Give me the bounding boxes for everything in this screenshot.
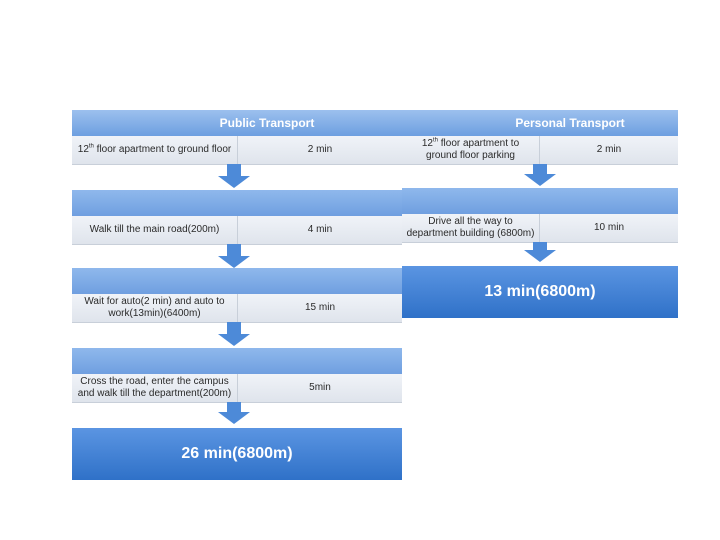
down-arrow-icon [218, 334, 250, 346]
step-row: Drive all the way to department building… [402, 214, 678, 243]
step-row: Wait for auto(2 min) and auto to work(13… [72, 294, 402, 323]
public-transport-title: Public Transport [219, 116, 315, 130]
step-time: 2 min [596, 144, 622, 155]
step-description: 12th floor apartment to ground floor par… [402, 136, 540, 164]
step-header-bar [402, 188, 678, 214]
down-arrow-icon [218, 412, 250, 424]
public-transport-total: 26 min(6800m) [72, 428, 402, 480]
step-time: 5min [309, 382, 331, 393]
step-row: 12th floor apartment to ground floor 2 m… [72, 136, 402, 165]
down-arrow-icon [533, 242, 547, 252]
public-transport-header: Public Transport [72, 110, 402, 136]
step-header-bar [72, 190, 402, 216]
down-arrow-icon [227, 402, 241, 414]
step-header-bar [72, 268, 402, 294]
step-row: 12th floor apartment to ground floor par… [402, 136, 678, 165]
step-row: Walk till the main road(200m) 4 min [72, 216, 402, 245]
step-time: 4 min [307, 224, 333, 235]
down-arrow-icon [218, 176, 250, 188]
step-time: 15 min [304, 302, 335, 313]
personal-transport-title: Personal Transport [515, 116, 625, 130]
step-description: Drive all the way to department building… [402, 214, 540, 242]
down-arrow-icon [524, 174, 556, 186]
step-row: Cross the road, enter the campus and wal… [72, 374, 402, 403]
down-arrow-icon [533, 164, 547, 176]
down-arrow-icon [227, 164, 241, 178]
step-header-bar [72, 348, 402, 374]
step-description: Walk till the main road(200m) [72, 216, 238, 244]
step-time: 2 min [307, 144, 333, 155]
down-arrow-icon [227, 322, 241, 336]
step-description: Cross the road, enter the campus and wal… [72, 374, 238, 402]
down-arrow-icon [524, 250, 556, 262]
personal-transport-header: Personal Transport [402, 110, 678, 136]
step-description: Wait for auto(2 min) and auto to work(13… [72, 294, 238, 322]
step-time: 10 min [593, 222, 624, 233]
personal-transport-total: 13 min(6800m) [402, 266, 678, 318]
down-arrow-icon [227, 244, 241, 258]
down-arrow-icon [218, 256, 250, 268]
step-description: 12th floor apartment to ground floor [72, 136, 238, 164]
